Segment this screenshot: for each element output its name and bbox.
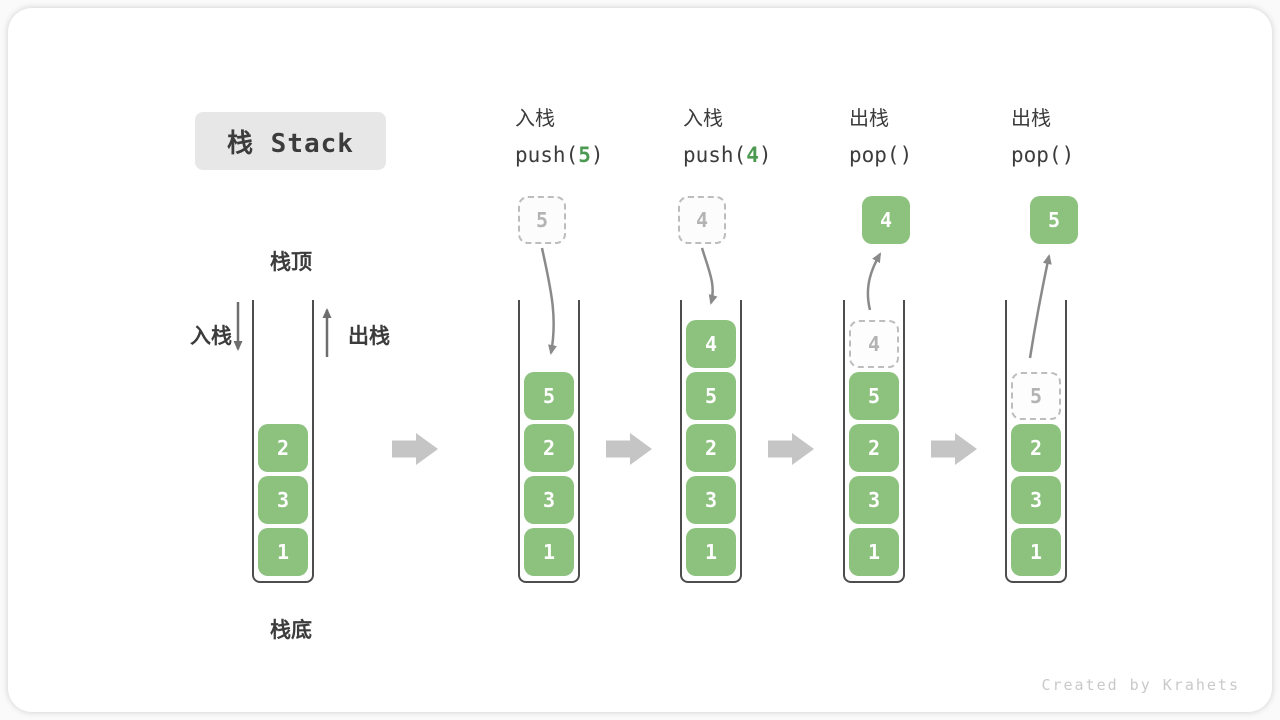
stack-cell: 3 <box>1011 476 1061 524</box>
incoming-value-box: 4 <box>678 196 726 244</box>
operation-label-push-4: 入栈 push(4) <box>683 106 772 168</box>
ghost-stack-cell: 5 <box>1011 372 1061 420</box>
op-code-argument: 4 <box>746 143 759 167</box>
op-code-text: push( <box>515 143 579 167</box>
stack-cell: 1 <box>686 528 736 576</box>
stack-cell: 1 <box>524 528 574 576</box>
operation-name: 入栈 <box>515 108 555 130</box>
ghost-stack-cell: 4 <box>849 320 899 368</box>
stage-transition-arrow <box>606 433 652 465</box>
stack-cell: 5 <box>686 372 736 420</box>
popped-value-box: 4 <box>862 196 910 244</box>
operation-code: pop() <box>1011 142 1074 168</box>
stack-cell: 3 <box>686 476 736 524</box>
stage-transition-arrow <box>768 433 814 465</box>
stage-transition-arrow <box>392 433 438 465</box>
stack-cell: 5 <box>849 372 899 420</box>
stack-cell: 2 <box>1011 424 1061 472</box>
stack-cell: 3 <box>524 476 574 524</box>
op-code-text: push( <box>683 143 747 167</box>
stack-cell: 2 <box>686 424 736 472</box>
stack-cell: 3 <box>258 476 308 524</box>
stack-cell: 4 <box>686 320 736 368</box>
stack-top-label: 栈顶 <box>270 251 312 274</box>
stack-cell: 1 <box>258 528 308 576</box>
stack-cell: 2 <box>524 424 574 472</box>
op-code-text: pop() <box>1011 143 1075 167</box>
stage-transition-arrow <box>931 433 977 465</box>
operation-code: pop() <box>849 142 912 168</box>
op-code-argument: 5 <box>578 143 591 167</box>
operation-label-pop-second: 出栈 pop() <box>1011 106 1074 168</box>
stack-cell: 2 <box>849 424 899 472</box>
op-code-text: ) <box>590 143 604 167</box>
diagram-title: 栈 Stack <box>195 112 386 170</box>
pop-direction-label: 出栈 <box>348 325 390 348</box>
operation-name: 出栈 <box>1011 108 1051 130</box>
popped-value-box: 5 <box>1030 196 1078 244</box>
stack-cell: 5 <box>524 372 574 420</box>
op-code-text: ) <box>758 143 772 167</box>
operation-name: 入栈 <box>683 108 723 130</box>
stack-bottom-label: 栈底 <box>270 619 312 642</box>
incoming-value-box: 5 <box>518 196 566 244</box>
push-4-arrow <box>700 247 718 305</box>
operation-label-push-5: 入栈 push(5) <box>515 106 604 168</box>
operation-label-pop-first: 出栈 pop() <box>849 106 912 168</box>
stack-cell: 3 <box>849 476 899 524</box>
operation-name: 出栈 <box>849 108 889 130</box>
op-code-text: pop() <box>849 143 913 167</box>
push-direction-label: 入栈 <box>190 325 232 348</box>
stack-cell: 2 <box>258 424 308 472</box>
watermark: Created by Krahets <box>1041 676 1240 694</box>
diagram-card: 栈 Stack 栈顶 栈底 入栈 出栈 入栈 push(5) 入栈 push(4… <box>8 8 1272 712</box>
operation-code: push(5) <box>515 142 604 168</box>
stack-cell: 1 <box>1011 528 1061 576</box>
stack-cell: 1 <box>849 528 899 576</box>
operation-code: push(4) <box>683 142 772 168</box>
